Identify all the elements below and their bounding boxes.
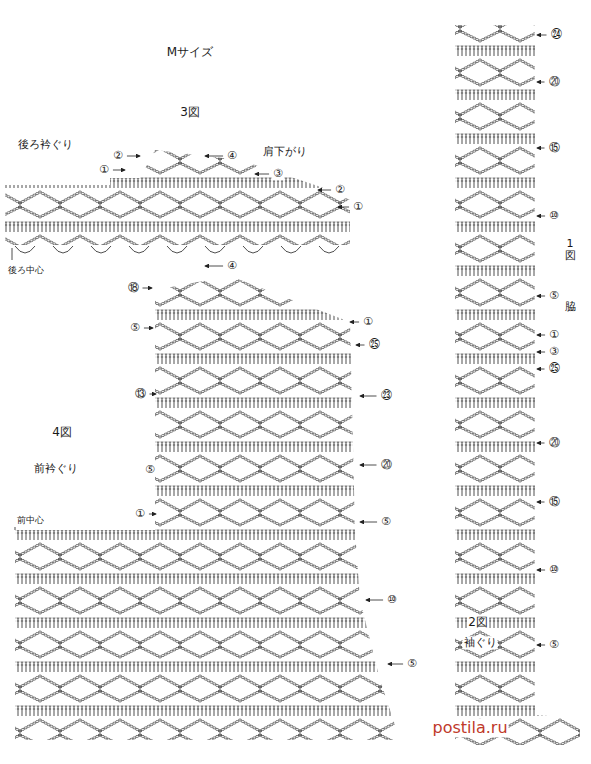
row-number: ⑩ <box>548 563 560 576</box>
row-number: ③ <box>548 345 560 358</box>
row-leader <box>537 369 545 370</box>
row-leader <box>537 645 545 646</box>
row-leader <box>537 148 545 149</box>
row-leader <box>255 174 269 175</box>
row-leader <box>360 465 377 466</box>
stitch-region <box>455 25 580 745</box>
row-leader <box>537 82 545 83</box>
row-number: ⑤ <box>548 289 560 302</box>
part-label: 4図 <box>51 425 73 439</box>
row-number: ⑤ <box>548 638 560 651</box>
size-title: Mサイズ <box>166 45 214 59</box>
part-label: 袖ぐり <box>463 636 498 649</box>
row-leader <box>360 396 377 397</box>
stitch-region <box>15 276 400 740</box>
row-number: ㉕ <box>548 362 561 375</box>
row-number: ① <box>362 315 374 328</box>
row-leader <box>113 170 125 171</box>
part-label: 3図 <box>179 105 201 119</box>
row-leader <box>388 664 403 665</box>
row-number: ⑳ <box>548 75 561 88</box>
watermark: postila.ru <box>431 718 508 737</box>
row-number: ④ <box>226 149 238 162</box>
row-number: ⑤ <box>380 515 392 528</box>
row-number: ③ <box>272 167 284 180</box>
row-number: ⑳ <box>380 458 393 471</box>
row-number: ⑤ <box>144 463 156 476</box>
row-number: ⑤ <box>129 321 141 334</box>
row-leader <box>366 600 383 601</box>
row-leader <box>537 296 545 297</box>
row-number: ㉕ <box>368 338 381 351</box>
row-number: ① <box>134 507 146 520</box>
row-number: ㉓ <box>380 389 393 402</box>
row-leader <box>338 207 349 208</box>
edge-scallops <box>12 246 339 530</box>
part-label: 肩下がり <box>262 145 308 158</box>
row-number: ① <box>548 328 560 341</box>
row-number: ⑳ <box>548 436 561 449</box>
row-number: ⑤ <box>406 657 418 670</box>
row-leader <box>537 352 545 353</box>
row-number: ① <box>352 200 364 213</box>
part-label: 2図 <box>467 615 489 629</box>
part-label: 1図 <box>564 238 577 262</box>
row-number: ⑱ <box>127 281 140 294</box>
part-label: 後ろ中心 <box>7 265 45 276</box>
row-number: ⑮ <box>548 495 561 508</box>
row-number: ⑮ <box>548 141 561 154</box>
row-leader <box>537 443 545 444</box>
row-leader <box>360 522 377 523</box>
part-label: 後ろ衿ぐり <box>17 138 74 151</box>
stitch-region <box>5 150 350 245</box>
part-label: 前衿ぐり <box>33 462 79 475</box>
row-leader <box>537 335 545 336</box>
row-leader <box>205 156 223 157</box>
row-number: ⑩ <box>548 209 560 222</box>
row-leader <box>205 266 223 267</box>
row-number: ④ <box>226 259 238 272</box>
row-number: ⑩ <box>386 593 398 606</box>
row-leader <box>537 502 545 503</box>
part-label: 脇 <box>564 300 577 313</box>
row-number: ㉔ <box>550 28 563 41</box>
row-leader <box>127 156 140 157</box>
row-number: ⑬ <box>134 387 147 400</box>
row-leader <box>537 216 545 217</box>
row-leader <box>150 394 157 395</box>
row-leader <box>143 288 153 289</box>
row-leader <box>537 35 547 36</box>
row-number: ① <box>98 163 110 176</box>
row-leader <box>350 322 359 323</box>
row-number: ② <box>112 149 124 162</box>
row-leader <box>144 328 153 329</box>
row-leader <box>318 190 331 191</box>
row-leader <box>537 570 545 571</box>
row-leader <box>356 345 365 346</box>
part-label: 前中心 <box>16 515 45 526</box>
row-leader <box>149 514 156 515</box>
row-number: ② <box>334 183 346 196</box>
